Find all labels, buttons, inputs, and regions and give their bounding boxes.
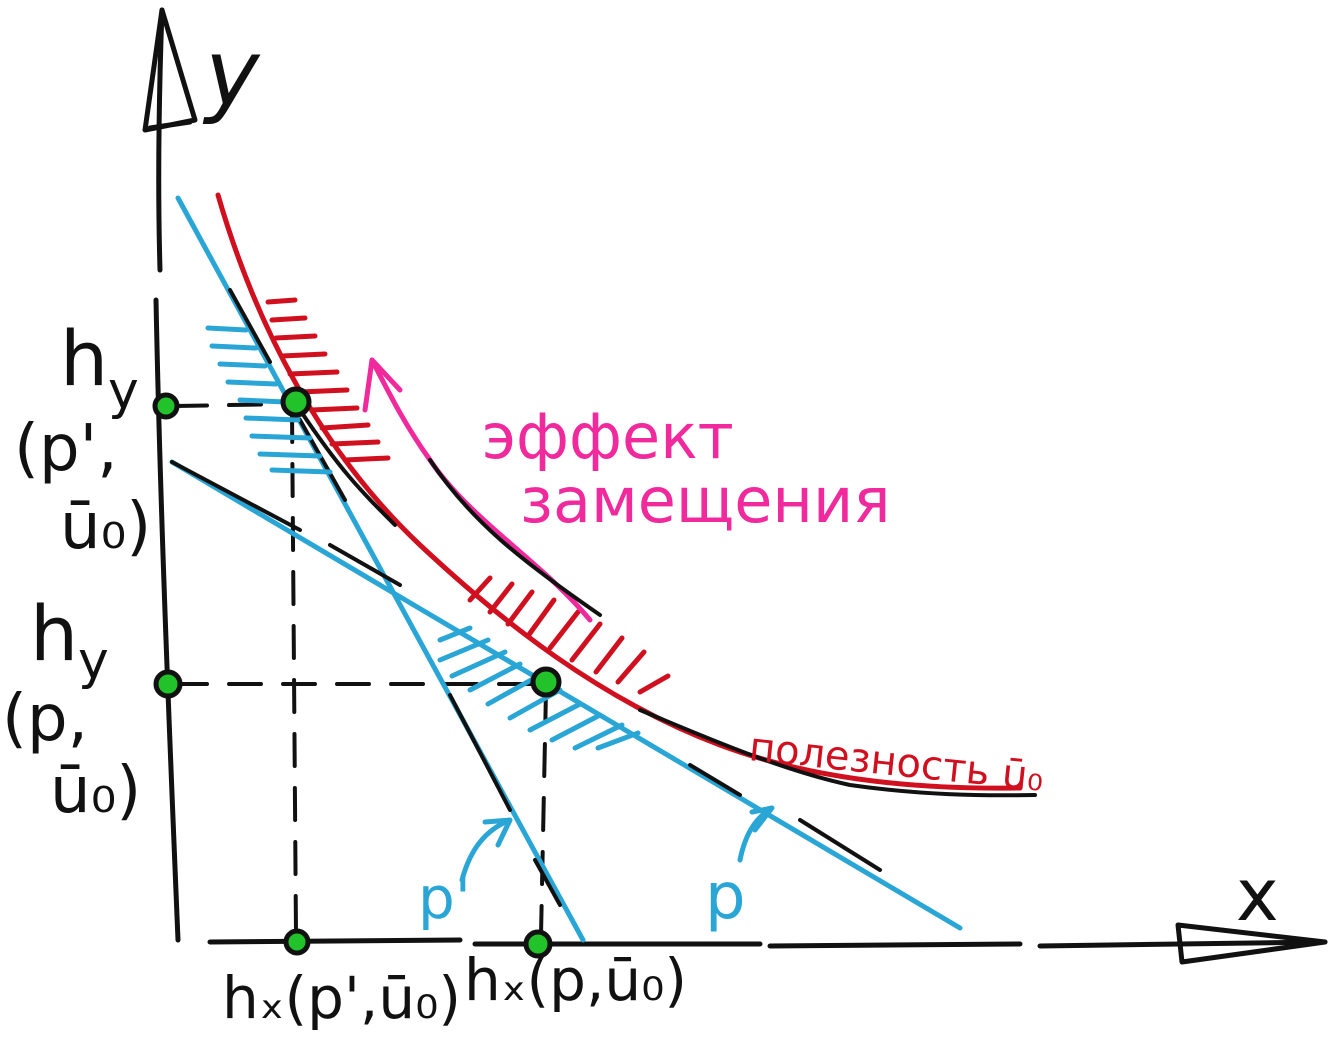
hatch-budget-region [205, 325, 641, 751]
pointer-arrow-steep [459, 817, 513, 883]
point-optimum-flat [530, 666, 562, 698]
budget-line-flat [169, 459, 963, 931]
hy-top-label-utility: ū₀) [60, 490, 151, 564]
budget-line-flat-ink [170, 460, 882, 872]
hy-bottom-label-args: (p, [2, 682, 88, 756]
x-axis-arrowhead [1175, 922, 1328, 965]
guide-vertical-right [539, 688, 548, 937]
hy-bottom-label-h: h [30, 589, 78, 678]
pointer-arrow-flat [737, 805, 775, 863]
x-axis-label: x [1236, 853, 1279, 937]
substitution-effect-label-line2: замещения [520, 464, 891, 537]
hy-top-label-h: h [60, 314, 108, 403]
indifference-curve [215, 192, 1023, 791]
point-hy-bottom [153, 669, 183, 699]
budget-flat-label: p [705, 860, 746, 934]
budget-steep-label: p' [418, 864, 471, 932]
guide-horizontal-top [173, 402, 292, 408]
point-hy-top [152, 392, 180, 420]
guide-vertical-left [290, 408, 298, 937]
y-axis [153, 7, 181, 943]
point-optimum-steep [280, 386, 312, 418]
point-hx-right [523, 929, 553, 959]
hy-bottom-label-sub: y [78, 631, 109, 691]
hy-bottom-label-utility: ū₀) [50, 754, 141, 828]
hy-top-label-args: (p', [14, 412, 118, 486]
budget-line-steep-ink [228, 288, 562, 907]
hatch-preferred-region [265, 297, 671, 695]
y-axis-label: y [202, 20, 261, 127]
indifference-curve-ink [298, 408, 1037, 798]
substitution-effect-label-line1: эффект [482, 400, 734, 473]
x-axis [207, 937, 1328, 949]
hx-left-label: hₓ(p',ū₀) [222, 964, 461, 1032]
y-axis-arrowhead [142, 7, 198, 133]
hx-right-label: hₓ(p,ū₀) [464, 946, 687, 1014]
point-hx-left [283, 928, 311, 956]
substitution-effect-arrowhead [362, 357, 403, 413]
substitution-effect-ink [428, 458, 602, 617]
hy-top-label-sub: y [108, 361, 139, 421]
